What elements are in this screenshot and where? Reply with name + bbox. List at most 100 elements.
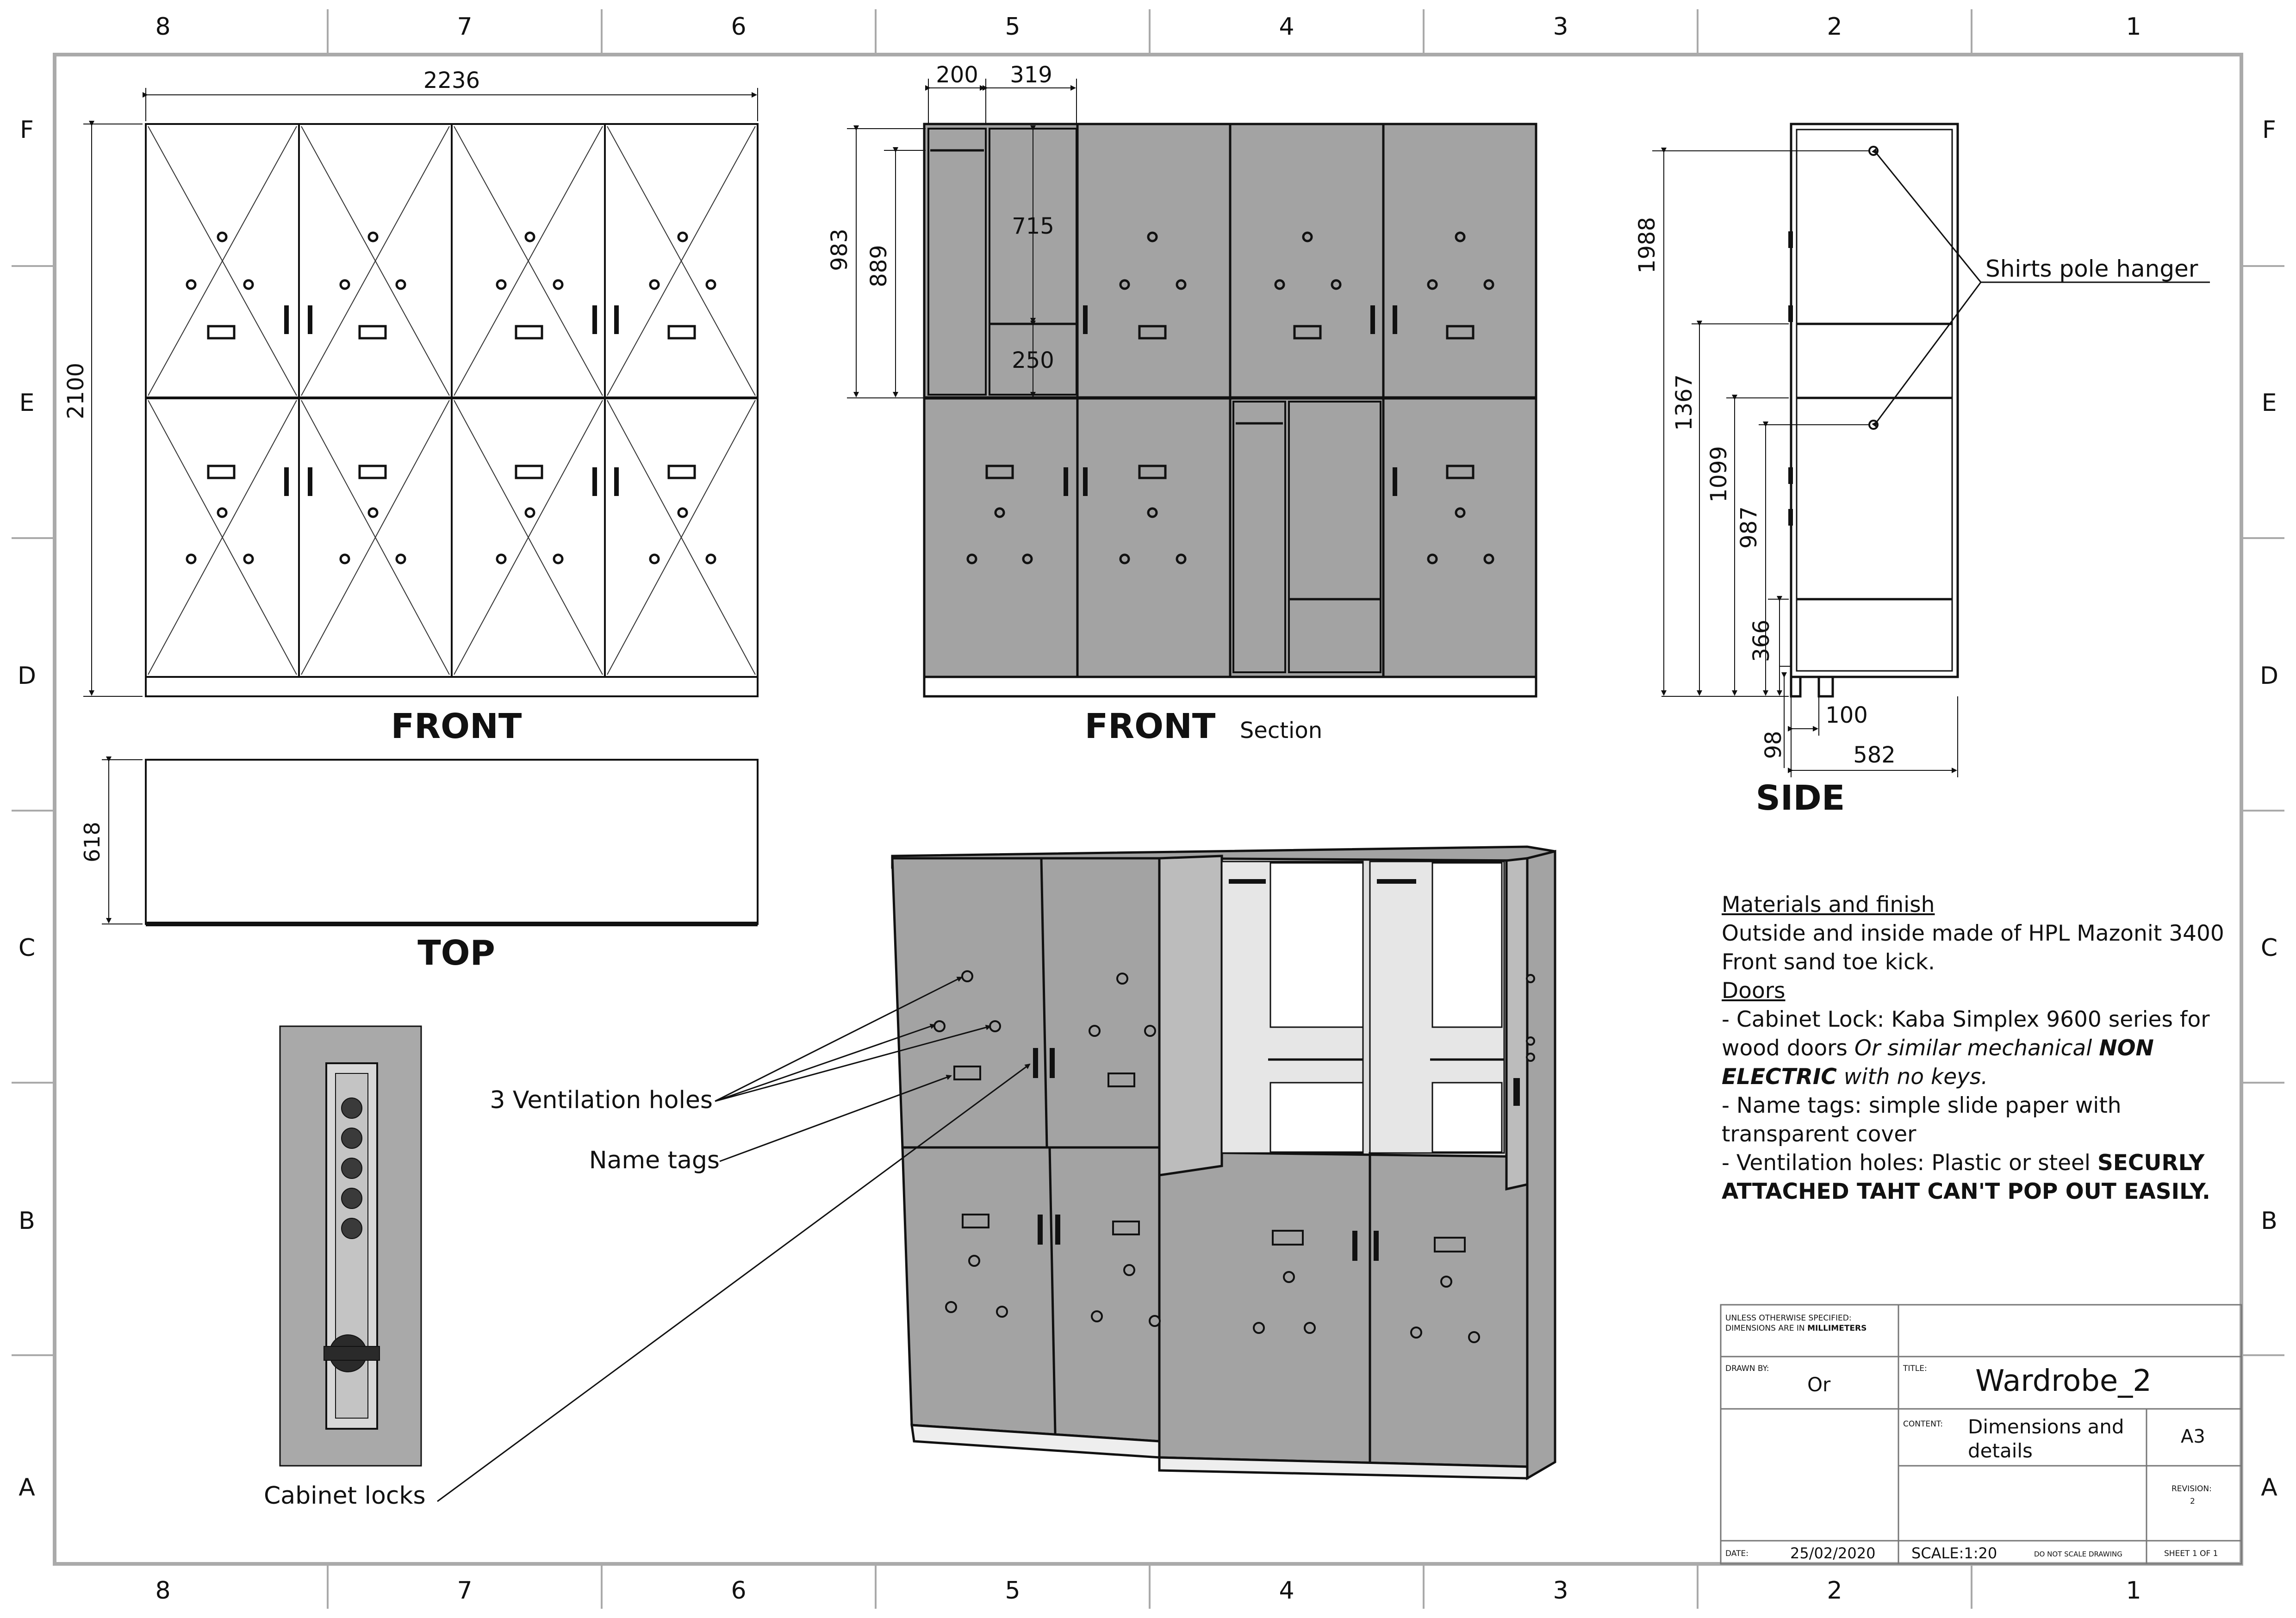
tb-size: A3 [2181, 1426, 2205, 1447]
zone-labels: 8 7 6 5 4 3 2 1 8 7 6 5 4 3 2 1 F E D C … [18, 13, 2278, 1605]
tb-revision-label: REVISION: [2172, 1484, 2212, 1494]
tb-do-not-scale: DO NOT SCALE DRAWING [2034, 1550, 2122, 1558]
top-view-title: TOP [417, 933, 495, 973]
col-label: 4 [1279, 13, 1294, 41]
row-label: C [19, 934, 35, 962]
tb-title-label: TITLE: [1903, 1364, 1927, 1373]
name-tags-note: - Name tags: simple slide paper with tra… [1722, 1093, 2122, 1147]
lock-note-text: - Cabinet Lock: Kaba Simplex 9600 series… [1722, 1007, 2210, 1061]
row-label: F [20, 116, 34, 144]
dim-889: 889 [866, 245, 892, 287]
col-label: 5 [1005, 13, 1020, 41]
vent-note-text: - Ventilation holes: Plastic or steel [1722, 1150, 2091, 1176]
dim-715: 715 [1012, 213, 1054, 239]
callout-leaders [437, 976, 1031, 1502]
lock-detail [279, 1025, 422, 1467]
side-view [1652, 123, 2210, 777]
tb-unless-unit: MILLIMETERS [1807, 1324, 1867, 1333]
dim-front-height: 2100 [63, 363, 89, 419]
title-block [1720, 1304, 2242, 1565]
tb-scale: SCALE:1:20 [1911, 1544, 1997, 1562]
col-label: 6 [731, 13, 746, 41]
lock-note-italic: Or similar mechanical [1854, 1035, 2092, 1061]
dim-987: 987 [1736, 506, 1762, 549]
tb-drawn-by: Or [1807, 1373, 1831, 1396]
dim-1988: 1988 [1634, 217, 1660, 273]
col-label: 1 [2126, 1577, 2141, 1605]
col-label: 3 [1553, 1577, 1568, 1605]
name-tags-callout: Name tags [589, 1147, 720, 1174]
tb-unless-line2-text: DIMENSIONS ARE IN [1725, 1324, 1805, 1333]
col-label: 2 [1827, 1577, 1842, 1605]
col-label: 8 [155, 13, 170, 41]
dim-98: 98 [1761, 731, 1786, 759]
materials-line: Front sand toe kick. [1722, 949, 1935, 975]
col-label: 1 [2126, 13, 2141, 41]
front-view-title: FRONT [391, 707, 522, 746]
tb-title: Wardrobe_2 [1975, 1364, 2152, 1398]
dim-200: 200 [936, 62, 978, 88]
tb-unless: UNLESS OTHERWISE SPECIFIED: DIMENSIONS A… [1725, 1313, 1867, 1333]
dim-1367: 1367 [1671, 374, 1697, 431]
materials-notes: Materials and finish Outside and inside … [1722, 891, 2254, 1206]
lock-note-tail: with no keys. [1843, 1064, 1988, 1090]
col-label: 3 [1553, 13, 1568, 41]
row-label: B [2261, 1207, 2277, 1235]
materials-line: Outside and inside made of HPL Mazonit 3… [1722, 921, 2224, 946]
shirts-pole-hanger-callout: Shirts pole hanger [1985, 255, 2198, 282]
col-label: 7 [457, 1577, 472, 1605]
tb-unless-line2: DIMENSIONS ARE IN MILLIMETERS [1725, 1323, 1867, 1333]
vent-note: - Ventilation holes: Plastic or steel SE… [1722, 1149, 2254, 1206]
col-label: 7 [457, 13, 472, 41]
dim-983: 983 [827, 229, 852, 271]
col-label: 5 [1005, 1577, 1020, 1605]
row-label: A [2261, 1474, 2277, 1501]
vent-note-bold: SECURLY ATTACHED TAHT CAN'T POP OUT EASI… [1722, 1150, 2210, 1204]
dim-1099: 1099 [1706, 446, 1732, 502]
dim-582: 582 [1853, 742, 1896, 768]
front-view [83, 88, 759, 697]
tb-unless-line1: UNLESS OTHERWISE SPECIFIED: [1725, 1314, 1852, 1323]
row-label: C [2261, 934, 2277, 962]
doors-heading: Doors [1722, 978, 1786, 1004]
tb-content-line1: Dimensions and [1968, 1415, 2124, 1438]
zone-ticks [12, 9, 2284, 1609]
col-label: 2 [1827, 13, 1842, 41]
section-view-title: FRONT [1085, 707, 1216, 746]
tb-date: 25/02/2020 [1790, 1544, 1876, 1562]
col-label: 8 [155, 1577, 170, 1605]
row-label: B [19, 1207, 35, 1235]
col-label: 6 [731, 1577, 746, 1605]
dim-top-depth: 618 [80, 822, 105, 862]
ventilation-holes-callout: 3 Ventilation holes [490, 1086, 713, 1114]
col-label: 4 [1279, 1577, 1294, 1605]
row-label: A [19, 1474, 35, 1501]
section-view-subtitle: Section [1240, 718, 1322, 744]
row-label: D [18, 662, 36, 690]
tb-content-label: CONTENT: [1903, 1420, 1943, 1429]
row-label: D [2260, 662, 2278, 690]
side-view-title: SIDE [1756, 778, 1845, 818]
dim-250: 250 [1012, 347, 1054, 373]
lock-note-bold: NON ELECTRIC [1722, 1035, 2154, 1090]
tb-date-label: DATE: [1725, 1549, 1748, 1558]
tb-drawn-by-label: DRAWN BY: [1725, 1364, 1769, 1373]
dim-front-width: 2236 [423, 68, 480, 93]
tb-revision: 2 [2190, 1497, 2195, 1506]
row-label: F [2262, 116, 2276, 144]
side-dimension-labels: 1988 1367 1099 987 366 98 100 582 [1634, 217, 1896, 768]
dim-100: 100 [1825, 702, 1868, 728]
materials-heading: Materials and finish [1722, 892, 1935, 917]
section-dimension-labels: 200 319 983 889 715 250 [827, 62, 1054, 373]
cabinet-locks-callout: Cabinet locks [264, 1482, 426, 1510]
row-label: E [19, 389, 35, 417]
lock-note: - Cabinet Lock: Kaba Simplex 9600 series… [1722, 1005, 2254, 1091]
front-section-view [847, 79, 1537, 698]
top-view [102, 756, 759, 926]
isometric-view [891, 845, 1556, 1481]
row-label: E [2262, 389, 2277, 417]
dim-319: 319 [1010, 62, 1052, 88]
tb-content: Dimensions and details [1968, 1415, 2124, 1463]
